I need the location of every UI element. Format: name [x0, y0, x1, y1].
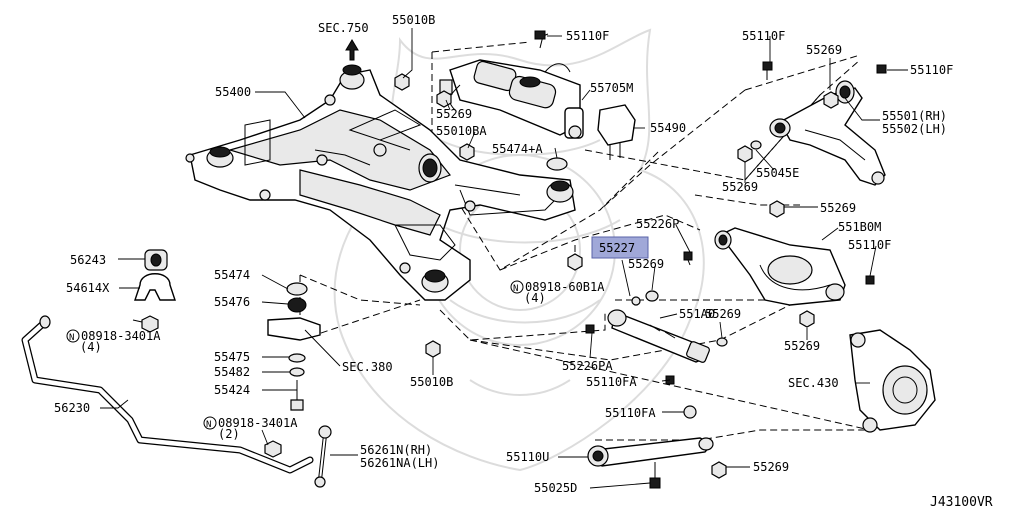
label-56243: 56243 — [70, 253, 106, 267]
label-55424: 55424 — [214, 383, 250, 397]
toe-link-551a0 — [607, 309, 710, 363]
label-55269-b: 55269 — [436, 107, 472, 121]
label-55490: 55490 — [650, 121, 686, 135]
diagram-code: J43100VR — [930, 495, 993, 510]
label-55269-e: 55269 — [628, 257, 664, 271]
lateral-link-55110u — [587, 437, 714, 467]
n-symbols — [66, 280, 524, 430]
label-55010b-bottom: 55010B — [410, 375, 453, 389]
nut-08918-3401a — [141, 315, 282, 458]
label-55226pa: 55226PA — [562, 359, 613, 373]
label-55474-a: 55474+A — [492, 142, 543, 156]
clamp-54614x — [134, 273, 176, 301]
label-55110f-a: 55110F — [566, 29, 609, 43]
label-55010ba: 55010BA — [436, 124, 487, 138]
reference-dashed-lines — [299, 41, 871, 441]
label-08918-60b1a-qty: (4) — [524, 291, 546, 305]
label-55269-g: 55269 — [784, 339, 820, 353]
label-55269-h: 55269 — [753, 460, 789, 474]
label-08918-3401a-1: 08918-3401A — [81, 329, 161, 343]
label-56261na-lh: 56261NA(LH) — [360, 456, 439, 470]
label-08918-3401a-1-qty: (4) — [80, 340, 102, 354]
label-56230: 56230 — [54, 401, 90, 415]
label-55226p: 55226P — [636, 217, 679, 231]
upper-link-55501 — [769, 80, 886, 186]
label-sec380: SEC.380 — [342, 360, 393, 374]
hardware-fasteners — [394, 30, 887, 489]
bushing-56243 — [144, 249, 168, 271]
label-sec750: SEC.750 — [318, 21, 369, 35]
label-55501-rh: 55501(RH) — [882, 109, 947, 123]
control-module-55490 — [597, 104, 636, 160]
label-55110u: 55110U — [506, 450, 549, 464]
n-symbol-1: N — [513, 284, 518, 294]
label-55269-f: 55269 — [705, 307, 741, 321]
label-08918-60b1a: 08918-60B1A — [525, 280, 605, 294]
label-55502-lh: 55502(LH) — [882, 122, 947, 136]
label-55400: 55400 — [215, 85, 251, 99]
label-55474: 55474 — [214, 268, 250, 282]
label-55110f-d: 55110F — [848, 238, 891, 252]
n-symbol-3: N — [206, 420, 211, 430]
label-55010b-top: 55010B — [392, 13, 435, 27]
label-55110fa-a: 55110FA — [586, 375, 637, 389]
label-55475: 55475 — [214, 350, 250, 364]
label-54614x: 54614X — [66, 281, 110, 295]
label-sec430: SEC.430 — [788, 376, 839, 390]
label-55269-c: 55269 — [722, 180, 758, 194]
label-55025d: 55025D — [534, 481, 577, 495]
subframe-55400 — [185, 39, 576, 301]
label-55269-d: 55269 — [820, 201, 856, 215]
highlight-55227-box — [591, 236, 649, 259]
label-55476: 55476 — [214, 295, 250, 309]
member-mount-stack — [267, 282, 321, 411]
label-551b0m: 551B0M — [838, 220, 881, 234]
connecting-rod-56261n — [314, 425, 332, 488]
label-55705m: 55705M — [590, 81, 633, 95]
label-55269-a: 55269 — [806, 43, 842, 57]
label-55045e: 55045E — [756, 166, 799, 180]
label-55227: 55227 — [599, 241, 635, 255]
rear-knuckle-sec430 — [849, 329, 936, 433]
label-55110fa-b: 55110FA — [605, 406, 656, 420]
n-symbol-2: N — [69, 333, 74, 343]
label-55110f-b: 55110F — [742, 29, 785, 43]
lower-link-551b0m — [714, 227, 846, 306]
label-56261n-rh: 56261N(RH) — [360, 443, 432, 457]
leader-lines — [100, 28, 908, 489]
label-08918-3401a-2-qty: (2) — [218, 427, 240, 441]
label-08918-3401a-2: 08918-3401A — [218, 416, 298, 430]
label-551a0: 551A0 — [679, 307, 715, 321]
label-55110f-c: 55110F — [910, 63, 953, 77]
label-55482: 55482 — [214, 365, 250, 379]
stabilizer-bar-56230 — [21, 315, 314, 474]
